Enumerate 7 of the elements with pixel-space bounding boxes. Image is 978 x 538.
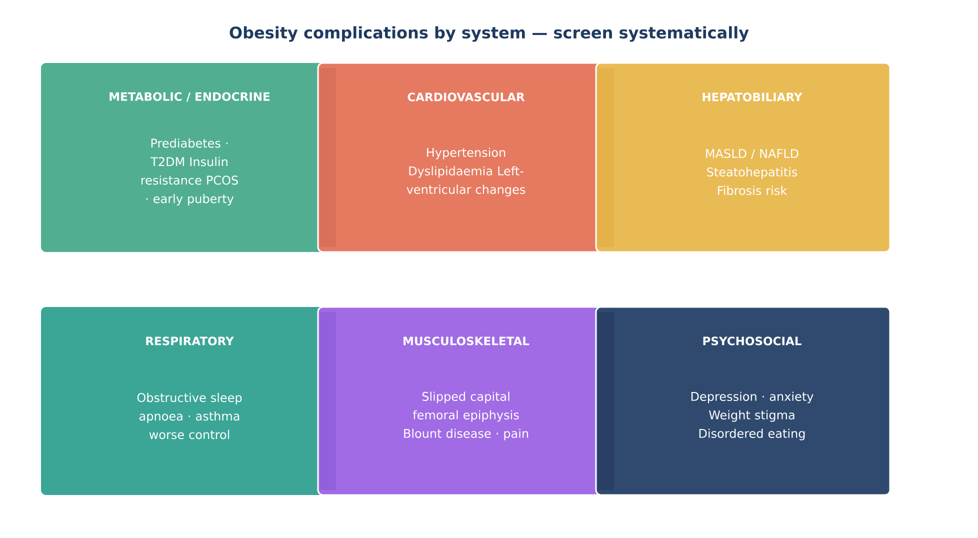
- category-card: METABOLIC / ENDOCRINE Prediabetes · T2DM Insulin resistance PCOS · early puberty: [41, 63, 324, 252]
- category-card: RESPIRATORY Obstructive sleep apnoea · asthma worse control: [41, 307, 324, 495]
- title: Obesity complications by system — screen systematically: [230, 26, 749, 42]
- category-card: HEPATOBILIARY MASLD / NAFLD Steatohepatitis Fibrosis risk: [595, 62, 891, 253]
- category-card: CARDIOVASCULAR Hypertension Dyslipidaemia Left-ventricular changes: [317, 62, 603, 253]
- category-card: PSYCHOSOCIAL Depression · anxiety Weight stigma Disordered eating: [595, 306, 891, 496]
- category-card: MUSCULOSKELETAL Slipped capital femoral epiphysis Blount disease · pain: [317, 306, 603, 496]
